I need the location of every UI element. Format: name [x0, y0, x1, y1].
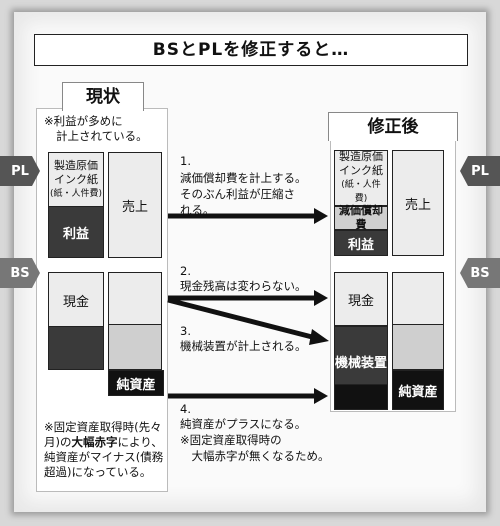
right-pl-depreciation: 減価償却費 — [334, 204, 388, 231]
left-pl-profit: 利益 — [48, 206, 104, 258]
step-1-number: 1. — [180, 154, 191, 168]
step-3-line1: 機械装置が計上される。 — [180, 339, 307, 353]
step-4-text: 純資産がプラスになる。 ※固定資産取得時の 大幅赤字が無くなるため。 — [180, 416, 330, 464]
left-note-top-line2: 計上されている。 — [56, 129, 148, 143]
left-note-top: ※利益が多めに 計上されている。 — [44, 114, 148, 144]
right-cost-line2: インク紙 — [339, 164, 383, 177]
left-bs-liab-top — [108, 272, 162, 326]
bs-tag-left: BS — [0, 258, 40, 288]
arrow-1 — [168, 208, 328, 224]
step-2-text: 現金残高は変わらない。 — [180, 278, 307, 294]
arrow-3 — [167, 297, 329, 345]
left-bs-net-assets: 純資産 — [108, 370, 164, 396]
left-bs-loss-block — [48, 326, 104, 370]
step-2-line1: 現金残高は変わらない。 — [180, 279, 307, 293]
step-1-line2: そのぶん利益が圧縮さ — [180, 187, 295, 201]
left-pl-cost: 製造原価 インク紙 (紙・人件費) — [48, 152, 104, 208]
right-bs-cash: 現金 — [334, 272, 388, 326]
left-note-bottom-line1: ※固定資産取得時(先々 — [44, 420, 162, 434]
step-3-text: 機械装置が計上される。 — [180, 338, 307, 354]
pl-tag-right: PL — [460, 156, 500, 186]
step-1-text: 減価償却費を計上する。 そのぶん利益が圧縮さ れる。 — [180, 170, 307, 218]
step-2-number: 2. — [180, 264, 191, 278]
step-4-line1: 純資産がプラスになる。 — [180, 417, 307, 431]
right-bs-liab-bottom — [392, 324, 444, 370]
left-bs-cash: 現金 — [48, 272, 104, 328]
right-pl-sales: 売上 — [392, 150, 444, 256]
step-1-line3: れる。 — [180, 203, 215, 217]
right-bs-net-assets: 純資産 — [392, 370, 444, 410]
left-note-bottom: ※固定資産取得時(先々 月)の大幅赤字により、 純資産がマイナス(債務 超過)に… — [44, 420, 163, 480]
bs-tag-right: BS — [460, 258, 500, 288]
step-3-number: 3. — [180, 324, 191, 338]
left-cost-line2: インク紙 — [54, 173, 98, 186]
left-pl-sales: 売上 — [108, 152, 162, 258]
page-title: BSとPLを修正すると… — [34, 34, 468, 66]
pl-tag-left: PL — [0, 156, 40, 186]
left-note-emphasis: 大幅赤字 — [71, 435, 118, 449]
left-note-bottom-line4: 超過)になっている。 — [44, 465, 152, 479]
left-cost-line3: (紙・人件費) — [49, 189, 103, 199]
left-cost-line1: 製造原価 — [54, 159, 98, 172]
step-4-line2: ※固定資産取得時の — [180, 433, 282, 447]
right-bs-equipment-base — [334, 384, 388, 410]
step-1-line1: 減価償却費を計上する。 — [180, 171, 307, 185]
right-pl-profit: 利益 — [334, 230, 388, 256]
left-heading: 現状 — [62, 82, 144, 111]
left-note-bottom-line2: 月)の大幅赤字により、 — [44, 435, 163, 449]
left-note-top-line1: ※利益が多めに — [44, 114, 123, 128]
arrow-2 — [168, 290, 328, 306]
left-bs-liab-bottom — [108, 324, 162, 370]
right-pl-cost: 製造原価 インク紙 (紙・人件費) — [334, 150, 388, 206]
left-note-bottom-line3: 純資産がマイナス(債務 — [44, 450, 164, 464]
right-heading: 修正後 — [328, 112, 458, 141]
right-cost-line3: (紙・人件費) — [341, 180, 381, 204]
step-4-line3: 大幅赤字が無くなるため。 — [180, 449, 330, 463]
arrow-4 — [168, 388, 328, 404]
right-cost-line1: 製造原価 — [339, 150, 383, 163]
step-4-number: 4. — [180, 402, 191, 416]
right-bs-liab-top — [392, 272, 444, 326]
